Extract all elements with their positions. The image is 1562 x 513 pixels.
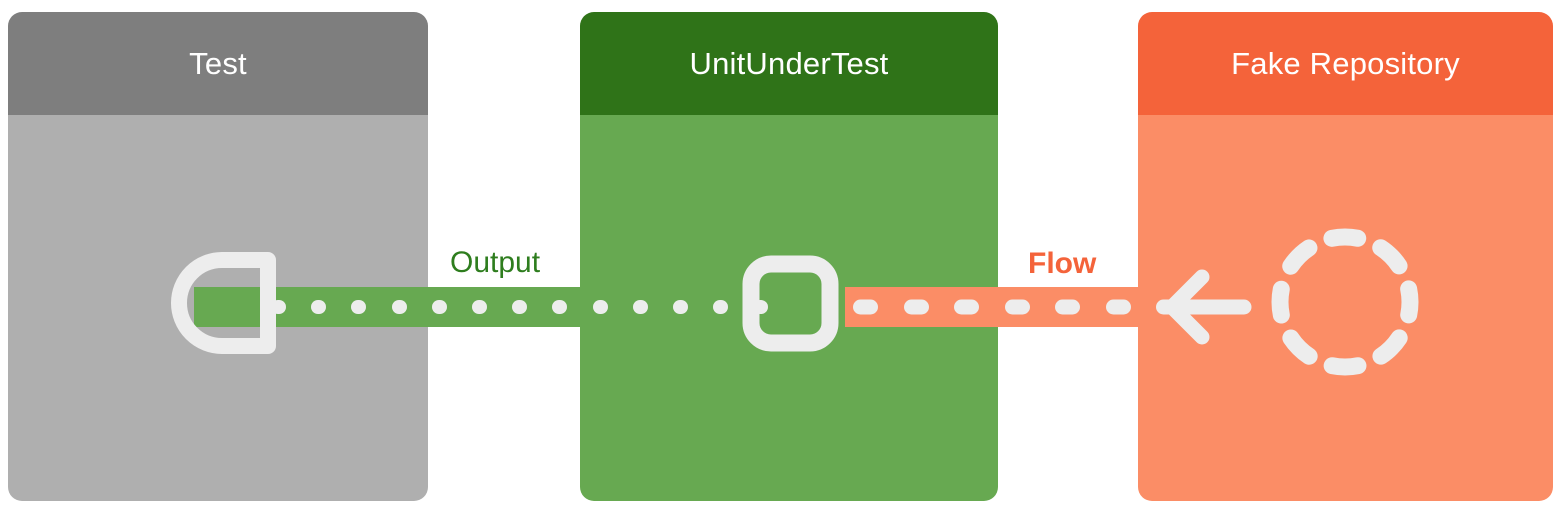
participant-box-fake-repository[interactable]: Fake Repository [1138,12,1553,501]
message-dash [853,299,878,315]
message-dash [713,300,729,314]
arrow-left-icon [1160,268,1252,346]
participant-header-test: Test [8,12,428,115]
message-dash [1055,299,1080,315]
participant-header-fake-repository: Fake Repository [1138,12,1553,115]
rounded-square-icon [742,255,839,352]
dashed-circle-icon [1265,222,1425,382]
message-dash [311,300,327,314]
message-dash [472,300,487,314]
participant-title-fake-repository: Fake Repository [1231,46,1460,81]
message-dash [1004,299,1030,315]
message-dash [431,300,447,314]
message-dash [512,300,528,314]
message-label-output: Output [450,246,541,279]
message-dash [954,299,979,315]
message-dash [351,300,367,314]
message-dash [673,300,688,314]
message-label-flow: Flow [1028,247,1097,280]
message-dash [1105,299,1131,315]
participant-title-unit-under-test: UnitUnderTest [689,46,889,81]
message-dash [903,299,929,315]
message-dash [592,300,608,314]
participant-header-unit-under-test: UnitUnderTest [580,12,998,115]
message-dash [632,300,648,314]
participant-title-test: Test [189,46,247,81]
message-dash [552,300,568,314]
message-dash [391,300,407,314]
d-socket-icon [171,252,276,354]
